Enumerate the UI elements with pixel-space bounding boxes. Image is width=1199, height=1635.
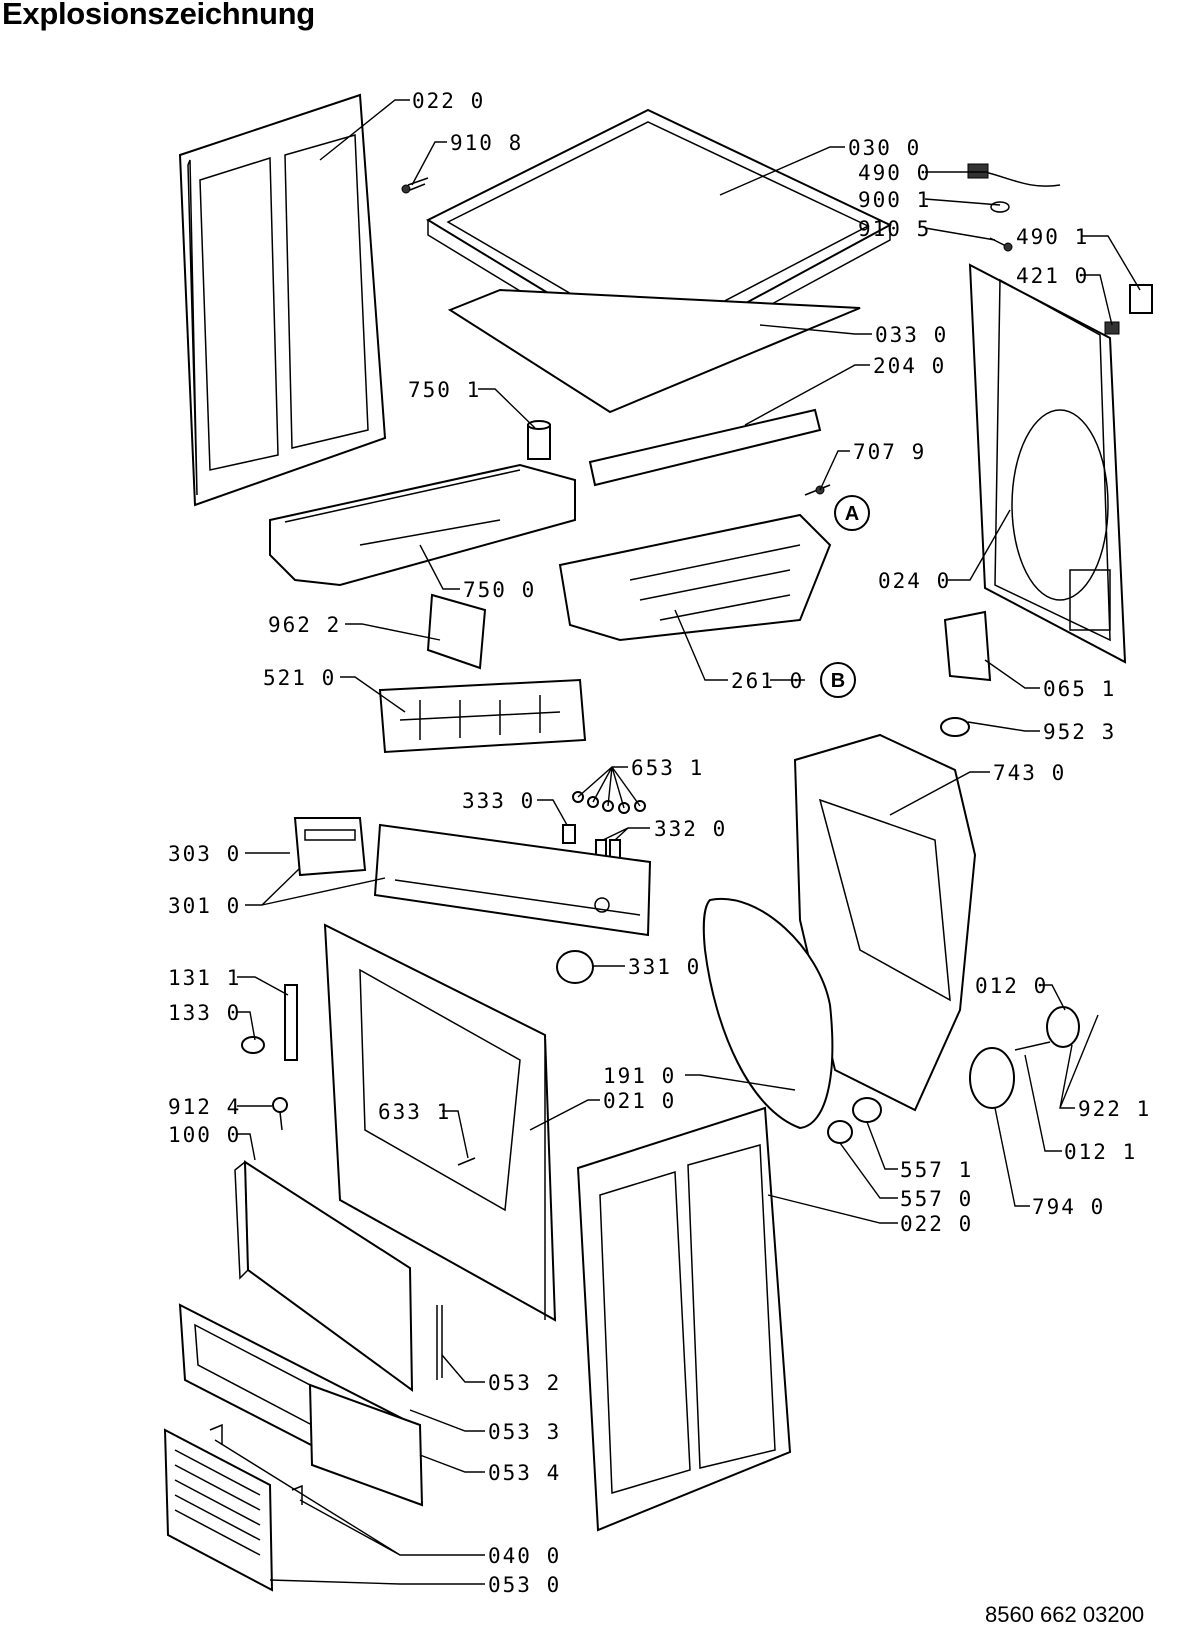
page-title: Explosionszeichnung xyxy=(2,0,315,31)
ring-557-0 xyxy=(827,1120,853,1144)
label-012-0: 012 0 xyxy=(975,974,1048,998)
door-seal xyxy=(702,897,834,1130)
part-labels: 022 0 910 8 030 0 490 0 900 1 910 5 490 … xyxy=(168,89,1151,1597)
drawer-handle xyxy=(293,817,367,877)
label-022-0-bottom: 022 0 xyxy=(900,1212,973,1236)
label-557-0: 557 0 xyxy=(900,1187,973,1211)
clip-right xyxy=(291,1484,303,1505)
cable-053-2 xyxy=(436,1305,443,1380)
label-033-0: 033 0 xyxy=(875,323,948,347)
plinth-panel xyxy=(308,1383,424,1507)
cover-plate xyxy=(447,288,861,414)
rear-panel xyxy=(968,263,1127,664)
label-100-0: 100 0 xyxy=(168,1123,241,1147)
circuit-board xyxy=(378,678,587,754)
callout-b: B xyxy=(820,662,856,698)
label-952-3: 952 3 xyxy=(1043,720,1116,744)
control-panel xyxy=(373,823,652,937)
label-261-0: 261 0 xyxy=(731,669,804,693)
label-065-1: 065 1 xyxy=(1043,677,1116,701)
gasket-794-0 xyxy=(969,1047,1015,1109)
label-024-0: 024 0 xyxy=(878,569,951,593)
document-number: 8560 662 03200 xyxy=(985,1602,1145,1627)
foot-952-3 xyxy=(940,717,970,737)
mains-cable xyxy=(967,163,1061,187)
label-962-2: 962 2 xyxy=(268,613,341,637)
duct-strip xyxy=(588,408,822,487)
screw-910-8 xyxy=(401,177,429,194)
filter-rod xyxy=(1014,1041,1051,1051)
label-333-0: 333 0 xyxy=(462,789,535,813)
label-633-1: 633 1 xyxy=(378,1100,451,1124)
label-301-0: 301 0 xyxy=(168,894,241,918)
leader-lines xyxy=(214,99,1141,1585)
label-053-4: 053 4 xyxy=(488,1461,561,1485)
side-panel-right xyxy=(576,1106,792,1532)
label-490-1: 490 1 xyxy=(1016,225,1089,249)
label-303-0: 303 0 xyxy=(168,842,241,866)
cable-clamp xyxy=(990,201,1010,213)
label-900-1: 900 1 xyxy=(858,188,931,212)
label-707-9: 707 9 xyxy=(853,440,926,464)
label-021-0: 021 0 xyxy=(603,1089,676,1113)
door-panel xyxy=(234,1160,414,1392)
callout-a-label: A xyxy=(845,503,859,525)
clip-left xyxy=(209,1423,223,1445)
water-tank xyxy=(269,463,576,587)
part-633-1 xyxy=(457,1157,476,1166)
filter-disk xyxy=(1046,1006,1080,1048)
side-panel-left xyxy=(178,93,387,507)
label-794-0: 794 0 xyxy=(1032,1195,1105,1219)
label-750-1: 750 1 xyxy=(408,378,481,402)
pin-707-9 xyxy=(804,484,831,496)
hinge-cap xyxy=(241,1036,265,1054)
vent-grille xyxy=(163,1428,274,1592)
screw-912-4 xyxy=(272,1097,288,1131)
door-hinge xyxy=(284,984,298,1061)
label-653-1: 653 1 xyxy=(631,756,704,780)
button-333-0 xyxy=(562,824,576,844)
bracket-065-1 xyxy=(943,610,992,682)
label-191-0: 191 0 xyxy=(603,1064,676,1088)
label-030-0: 030 0 xyxy=(848,136,921,160)
front-panel xyxy=(323,923,557,1322)
callout-b-label: B xyxy=(831,670,845,692)
label-922-1: 922 1 xyxy=(1078,1097,1151,1121)
label-332-0: 332 0 xyxy=(654,817,727,841)
label-521-0: 521 0 xyxy=(263,666,336,690)
label-910-5: 910 5 xyxy=(858,217,931,241)
sleeve-750-1 xyxy=(527,420,551,460)
label-131-1: 131 1 xyxy=(168,966,241,990)
connector-490-1 xyxy=(1129,284,1153,314)
program-knob xyxy=(556,950,594,984)
drawer-housing xyxy=(558,513,832,642)
ring-557-1 xyxy=(852,1097,882,1123)
label-053-3: 053 3 xyxy=(488,1420,561,1444)
label-204-0: 204 0 xyxy=(873,354,946,378)
label-053-2: 053 2 xyxy=(488,1371,561,1395)
label-912-4: 912 4 xyxy=(168,1095,241,1119)
connector-421-0 xyxy=(1104,321,1120,335)
callout-a: A xyxy=(834,495,870,531)
label-133-0: 133 0 xyxy=(168,1001,241,1025)
label-012-1: 012 1 xyxy=(1064,1140,1137,1164)
label-022-0-top: 022 0 xyxy=(412,89,485,113)
label-743-0: 743 0 xyxy=(993,761,1066,785)
label-331-0: 331 0 xyxy=(628,955,701,979)
label-750-0: 750 0 xyxy=(463,578,536,602)
label-490-0: 490 0 xyxy=(858,161,931,185)
label-421-0: 421 0 xyxy=(1016,264,1089,288)
label-053-0: 053 0 xyxy=(488,1573,561,1597)
label-910-8: 910 8 xyxy=(450,131,523,155)
label-040-0: 040 0 xyxy=(488,1544,561,1568)
sheet-962-2 xyxy=(426,593,487,670)
label-557-1: 557 1 xyxy=(900,1158,973,1182)
